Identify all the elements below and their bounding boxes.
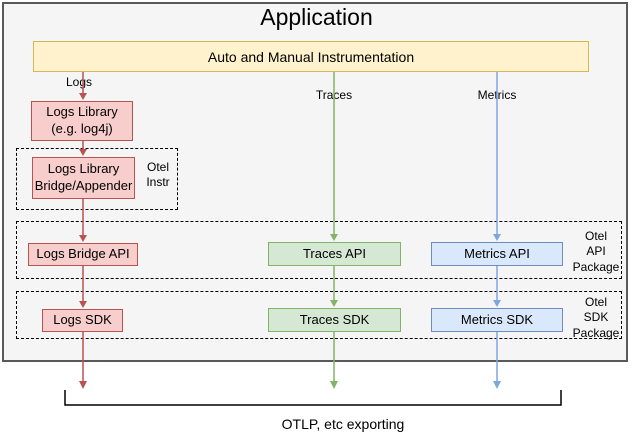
exporting-bracket	[64, 390, 562, 406]
instrumentation-box: Auto and Manual Instrumentation	[33, 41, 589, 72]
traces-sdk-node: Traces SDK	[268, 308, 401, 332]
otel-sdk-package-label: Otel SDK Package	[572, 295, 620, 340]
instrumentation-label: Auto and Manual Instrumentation	[207, 48, 415, 65]
otel-instr-group-label: Otel Instr	[146, 160, 170, 190]
traces-api-node: Traces API	[268, 242, 401, 266]
otel-api-package-label: Otel API Package	[572, 229, 620, 274]
logs-sdk-node: Logs SDK	[42, 309, 123, 332]
otel-instr-group	[16, 148, 178, 210]
logs-flow-label: Logs	[65, 75, 93, 89]
traces-flow-label: Traces	[315, 88, 353, 102]
otlp-exporting-label: OTLP, etc exporting	[281, 416, 405, 432]
metrics-api-node: Metrics API	[431, 242, 563, 266]
logs-library-bridge-node: Logs Library Bridge/Appender	[32, 157, 135, 199]
metrics-sdk-node: Metrics SDK	[431, 308, 563, 332]
logs-library-node: Logs Library (e.g. log4j)	[31, 101, 133, 141]
metrics-flow-label: Metrics	[477, 88, 517, 102]
otel-api-package-group	[16, 221, 622, 279]
otel-sdk-package-group	[16, 291, 622, 339]
application-title: Application	[260, 4, 373, 30]
logs-bridge-api-node: Logs Bridge API	[28, 243, 138, 266]
